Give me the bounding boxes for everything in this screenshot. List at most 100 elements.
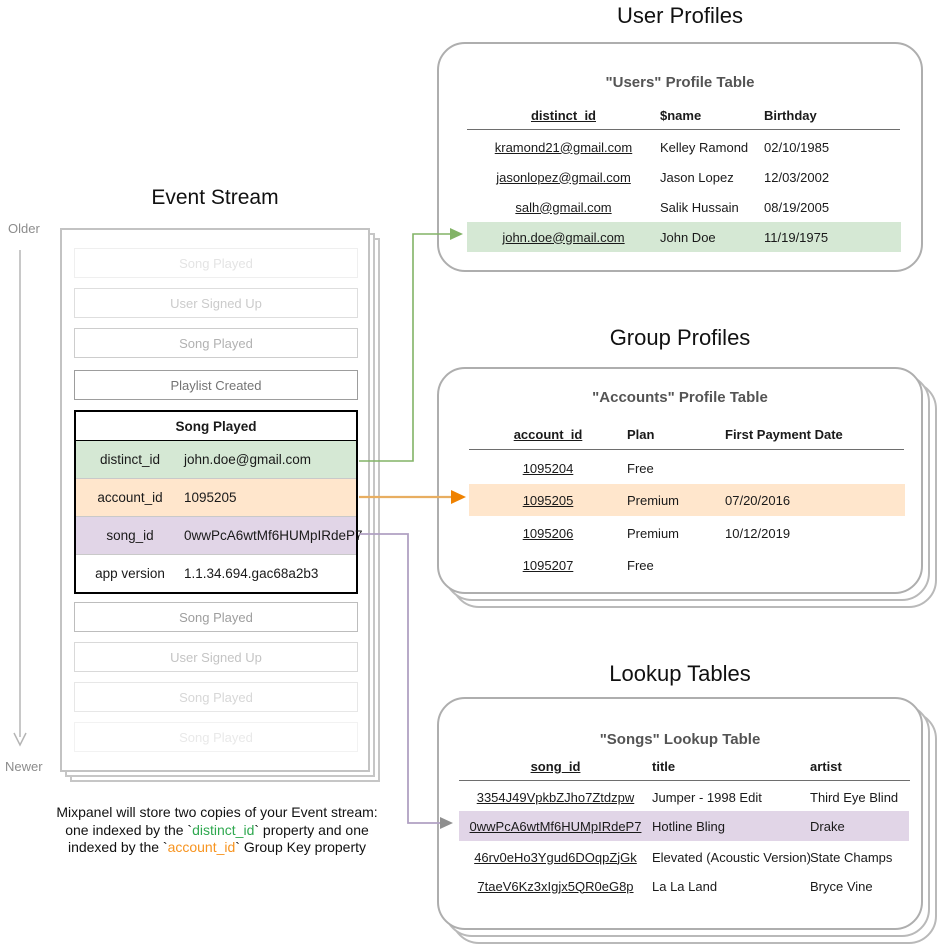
column-header: Plan	[627, 426, 655, 442]
cell-name: Salik Hussain	[660, 199, 739, 215]
users-table-header: distinct_id $name Birthday	[467, 100, 901, 130]
property-key: account_id	[97, 490, 163, 505]
column-header: First Payment Date	[725, 426, 843, 442]
event-item: Song Played	[74, 602, 358, 632]
event-stream-title: Event Stream	[151, 186, 279, 209]
cell-plan: Premium	[627, 492, 680, 508]
event-item: User Signed Up	[74, 288, 358, 318]
cell-first-payment-date: 07/20/2016	[725, 492, 791, 508]
property-key: app version	[95, 566, 165, 581]
cell-artist: Bryce Vine	[810, 878, 873, 894]
cell-account-id: 1095207	[522, 557, 574, 573]
column-header: Birthday	[764, 107, 817, 123]
column-header: song_id	[530, 758, 581, 774]
caption-account-id-code: account_id	[167, 839, 236, 855]
cell-distinct-id: salh@gmail.com	[515, 199, 612, 215]
table-row-highlighted: 0wwPcA6wtMf6HUMpIRdeP7 Hotline Bling Dra…	[459, 811, 909, 841]
accounts-table-title: "Accounts" Profile Table	[592, 389, 768, 406]
event-item: Song Played	[74, 722, 358, 752]
cell-distinct-id: jasonlopez@gmail.com	[496, 169, 631, 185]
caption-text: ` Group Key property	[235, 839, 367, 855]
table-row-highlighted: john.doe@gmail.com John Doe 11/19/1975	[467, 222, 901, 252]
table-row: salh@gmail.com Salik Hussain 08/19/2005	[467, 192, 901, 222]
table-row: 46rv0eHo3Ygud6DOqpZjGk Elevated (Acousti…	[459, 842, 909, 872]
table-row-highlighted: 1095205 Premium 07/20/2016	[469, 484, 905, 516]
cell-first-payment-date: 10/12/2019	[725, 525, 791, 541]
event-property-row: distinct_id john.doe@gmail.com	[76, 441, 356, 478]
users-table-title: "Users" Profile Table	[605, 74, 755, 91]
cell-title: Hotline Bling	[652, 818, 725, 834]
older-label: Older	[8, 221, 40, 236]
column-header: distinct_id	[530, 107, 596, 123]
cell-title: La La Land	[652, 878, 718, 894]
caption-text: one indexed by the `	[65, 821, 193, 838]
header-rule	[467, 129, 900, 130]
property-value: 0wwPcA6wtMf6HUMpIRdeP7	[184, 528, 363, 543]
table-row: 1095204 Free	[469, 452, 905, 484]
table-row: 1095207 Free	[469, 549, 905, 581]
property-value: 1.1.34.694.gac68a2b3	[184, 566, 319, 581]
table-row: jasonlopez@gmail.com Jason Lopez 12/03/2…	[467, 162, 901, 192]
songs-table-title: "Songs" Lookup Table	[599, 731, 761, 748]
event-property-row: app version 1.1.34.694.gac68a2b3	[76, 554, 356, 592]
property-value: 1095205	[184, 490, 237, 505]
column-header: account_id	[513, 426, 583, 442]
property-value: john.doe@gmail.com	[184, 452, 312, 467]
cell-account-id: 1095204	[522, 460, 574, 476]
expanded-event-card: Song Played distinct_id john.doe@gmail.c…	[74, 410, 363, 594]
cell-account-id: 1095205	[522, 492, 574, 508]
cell-artist: Third Eye Blind	[810, 789, 899, 805]
caption-line-3: indexed by the `account_id` Group Key pr…	[24, 839, 410, 857]
header-rule	[469, 449, 904, 450]
cell-plan: Free	[627, 460, 654, 476]
accounts-table-header: account_id Plan First Payment Date	[469, 419, 905, 449]
caption-line-2: one indexed by the `distinct_id` propert…	[24, 822, 410, 840]
caption-text: ` property and one	[254, 821, 369, 838]
cell-name: Jason Lopez	[660, 169, 734, 185]
accounts-profile-card: "Accounts" Profile Table account_id Plan…	[437, 367, 923, 594]
songs-lookup-card: "Songs" Lookup Table song_id title artis…	[437, 697, 923, 930]
newer-label: Newer	[5, 759, 43, 774]
cell-distinct-id: kramond21@gmail.com	[494, 139, 633, 155]
column-header: $name	[660, 107, 702, 123]
cell-account-id: 1095206	[522, 525, 574, 541]
cell-plan: Premium	[627, 525, 680, 541]
event-item: Song Played	[74, 682, 358, 712]
cell-birthday: 11/19/1975	[764, 229, 829, 245]
event-property-row: song_id 0wwPcA6wtMf6HUMpIRdeP7	[76, 516, 363, 554]
column-header: artist	[810, 758, 842, 774]
table-row: 1095206 Premium 10/12/2019	[469, 517, 905, 549]
header-rule	[459, 780, 910, 781]
cell-song-id: 46rv0eHo3Ygud6DOqpZjGk	[474, 849, 637, 865]
cell-title: Elevated (Acoustic Version)	[652, 849, 811, 865]
table-row: 3354J49VpkbZJho7Ztdzpw Jumper - 1998 Edi…	[459, 782, 909, 812]
table-row: 7taeV6Kz3xIgjx5QR0eG8p La La Land Bryce …	[459, 871, 909, 901]
event-item: Song Played	[74, 248, 358, 278]
timeline-arrow	[13, 250, 27, 747]
table-row: kramond21@gmail.com Kelley Ramond 02/10/…	[467, 132, 901, 162]
lookup-tables-title: Lookup Tables	[609, 661, 751, 686]
cell-title: Jumper - 1998 Edit	[652, 789, 762, 805]
event-item: Playlist Created	[74, 370, 358, 400]
property-key: song_id	[106, 528, 154, 543]
cell-plan: Free	[627, 557, 654, 573]
cell-song-id: 7taeV6Kz3xIgjx5QR0eG8p	[477, 878, 634, 894]
caption-distinct-id-code: distinct_id	[192, 821, 255, 838]
cell-song-id: 0wwPcA6wtMf6HUMpIRdeP7	[469, 818, 642, 834]
caption-line-1: Mixpanel will store two copies of your E…	[56, 804, 378, 820]
cell-birthday: 12/03/2002	[764, 169, 830, 185]
cell-artist: State Champs	[810, 849, 893, 865]
cell-artist: Drake	[810, 818, 845, 834]
event-property-row: account_id 1095205	[76, 478, 356, 516]
users-profile-card: "Users" Profile Table distinct_id $name …	[437, 42, 923, 272]
songs-table-header: song_id title artist	[459, 751, 909, 781]
cell-song-id: 3354J49VpkbZJho7Ztdzpw	[476, 789, 635, 805]
event-item: Song Played	[74, 328, 358, 358]
cell-birthday: 02/10/1985	[764, 139, 830, 155]
caption-text: indexed by the `	[67, 839, 168, 855]
cell-name: John Doe	[660, 229, 716, 245]
cell-name: Kelley Ramond	[660, 139, 749, 155]
property-key: distinct_id	[99, 452, 161, 467]
expanded-event-name: Song Played	[76, 412, 356, 441]
